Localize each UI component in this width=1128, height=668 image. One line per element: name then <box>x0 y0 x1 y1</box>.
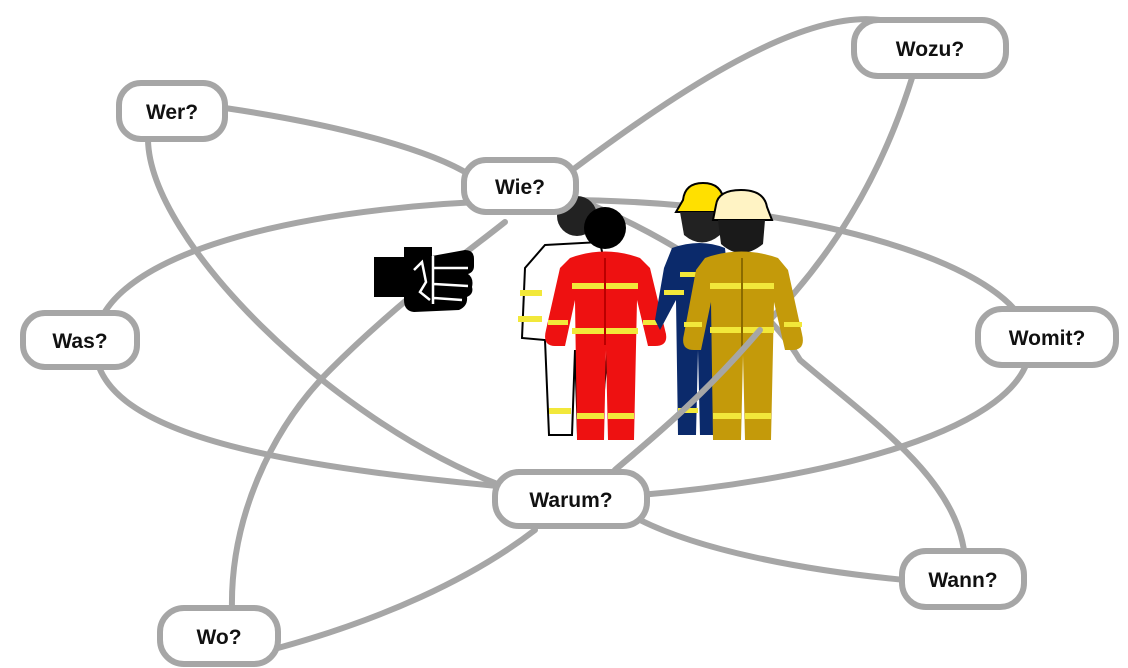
label-wie: Wie? <box>495 176 545 199</box>
rescuer-red-figure <box>545 207 667 440</box>
bubble-was: Was? <box>20 310 140 370</box>
label-was: Was? <box>52 330 107 353</box>
orbit-wozu-front <box>612 327 763 473</box>
orbit-wer-wann <box>145 105 968 583</box>
bubble-wozu: Wozu? <box>851 17 1009 79</box>
bubble-womit: Womit? <box>975 306 1119 368</box>
bubble-wie: Wie? <box>461 157 579 215</box>
label-wer: Wer? <box>146 101 198 124</box>
bubble-wer: Wer? <box>116 80 228 142</box>
label-wann: Wann? <box>928 569 997 592</box>
label-wo: Wo? <box>196 626 241 649</box>
label-womit: Womit? <box>1009 327 1086 350</box>
bubble-wo: Wo? <box>157 605 281 667</box>
fist-icon <box>374 247 474 312</box>
bubble-warum: Warum? <box>492 469 650 529</box>
label-wozu: Wozu? <box>896 38 964 61</box>
bubble-wann: Wann? <box>899 548 1027 610</box>
label-warum: Warum? <box>529 489 612 512</box>
